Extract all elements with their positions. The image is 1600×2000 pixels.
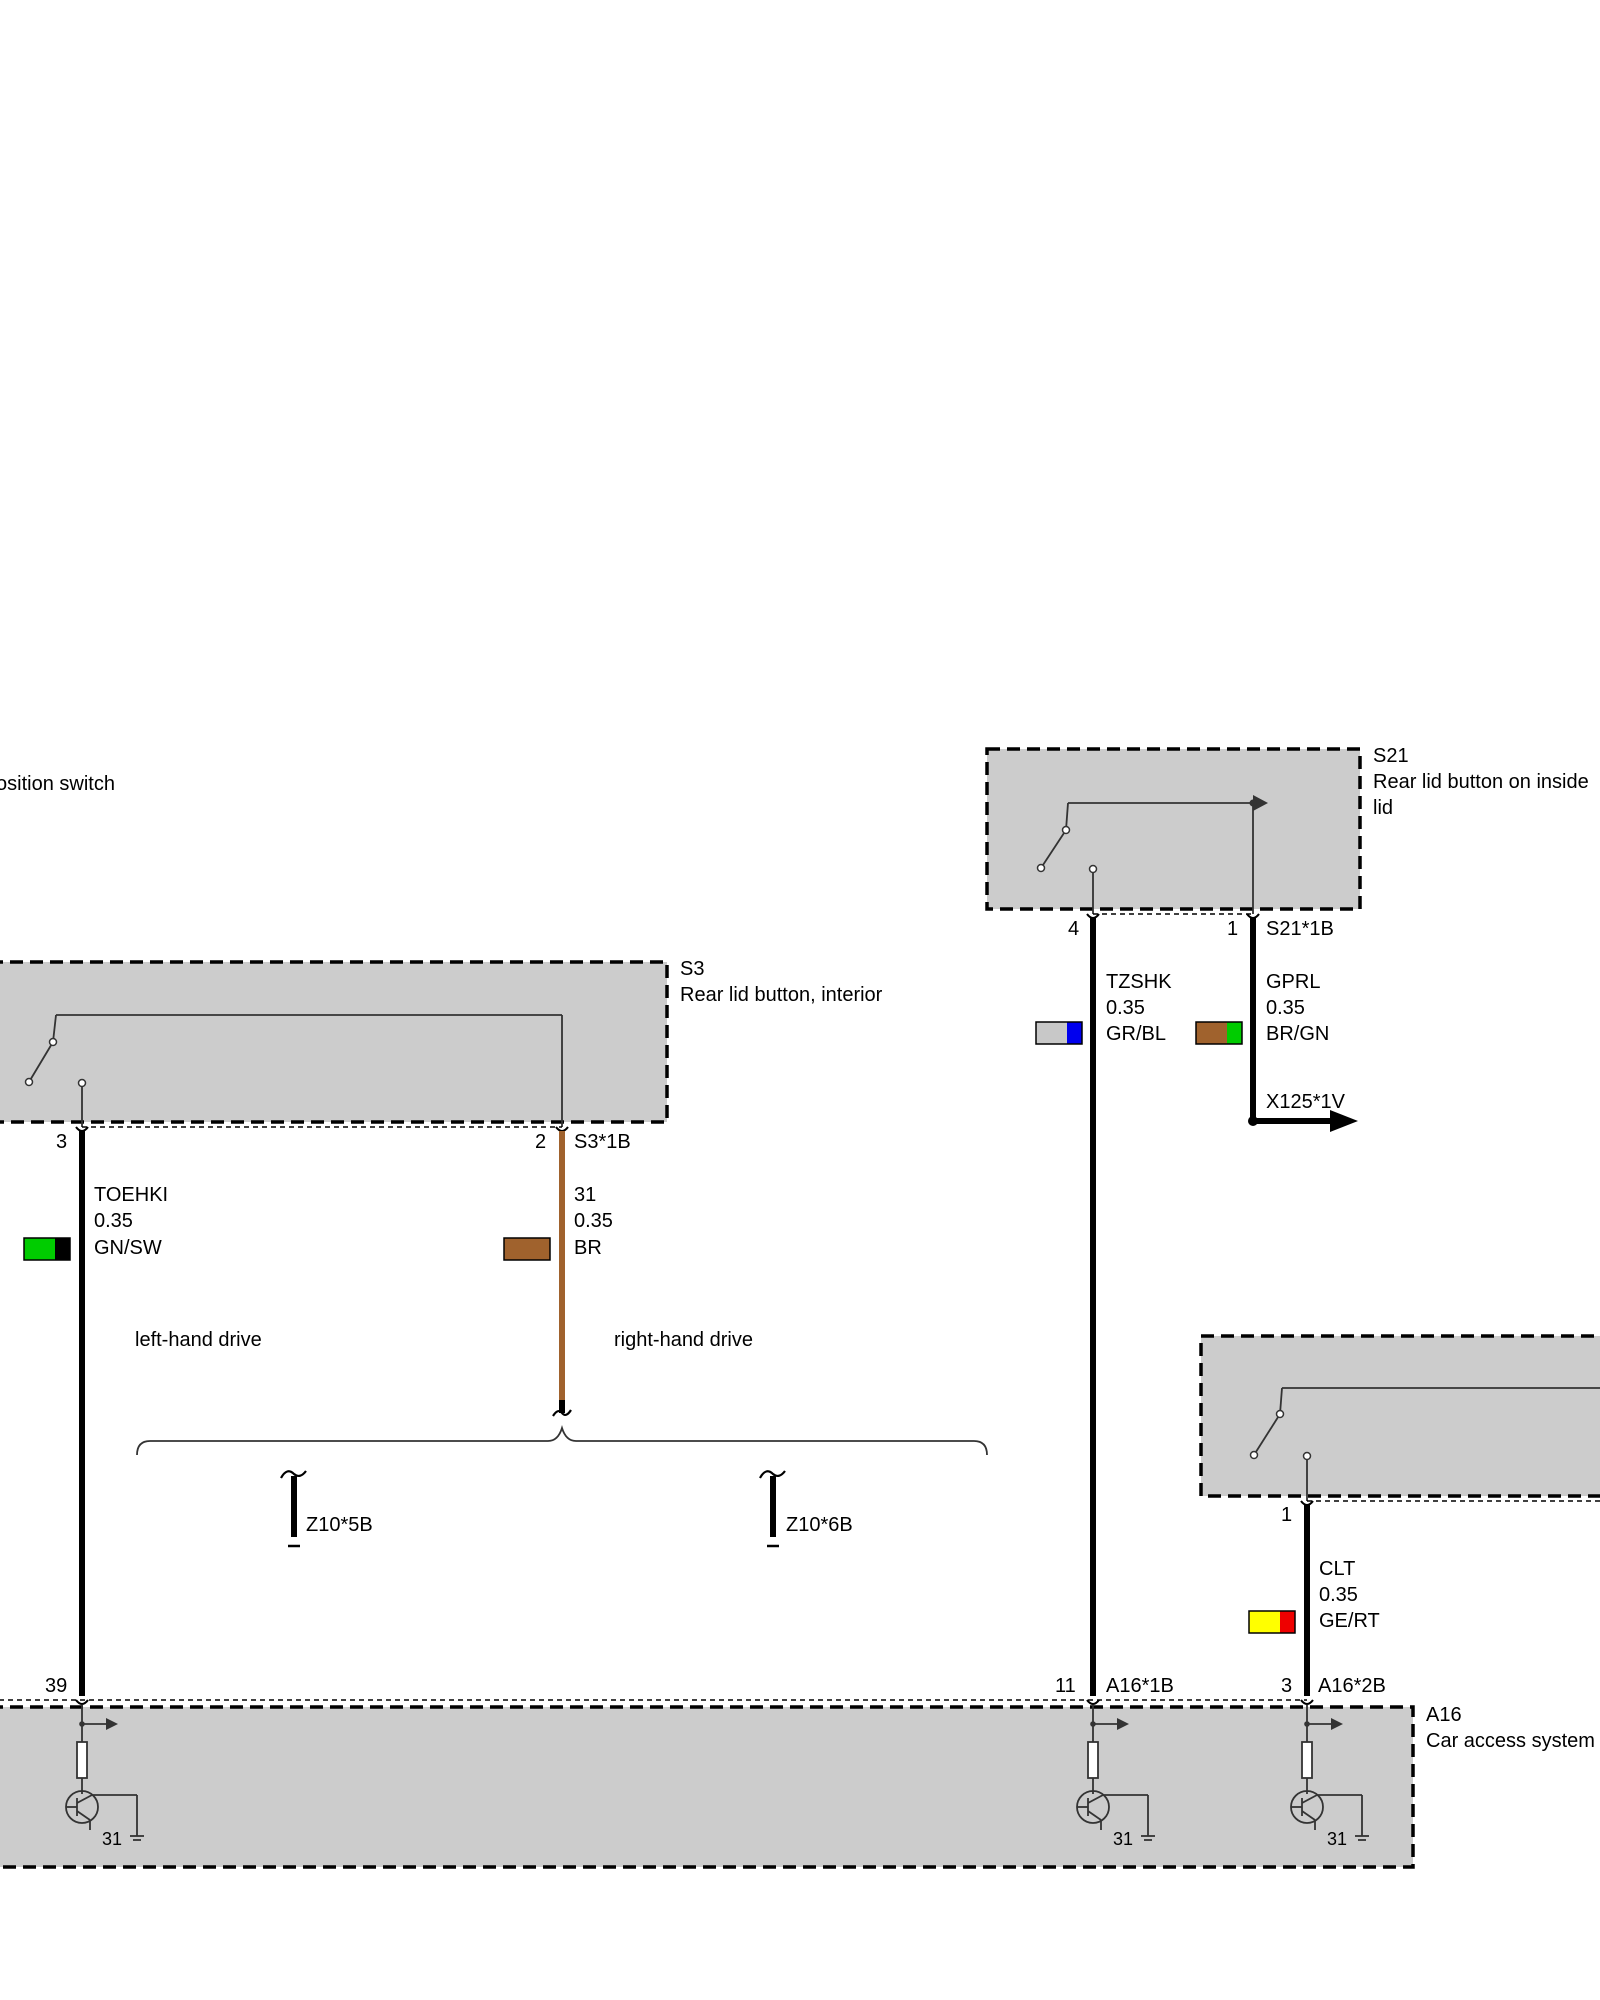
swatch-secondary (1067, 1022, 1082, 1044)
swatch-primary (1196, 1022, 1227, 1044)
a16-name: Car access system (1426, 1730, 1595, 1752)
wire-31-swatch (503, 1237, 551, 1261)
s21-switch-symbol (1036, 795, 1268, 914)
wire-tzshk-color: GR/BL (1106, 1023, 1166, 1045)
wire-31-color: BR (574, 1237, 602, 1259)
right-partial-component: 1 (1199, 1334, 1600, 1526)
wire-gprl-gauge: 0.35 (1266, 997, 1305, 1019)
connector-z10-6b: Z10*6B (759, 1470, 853, 1548)
swatch-secondary (1280, 1611, 1295, 1633)
a16-box (0, 1705, 1415, 1869)
right-partial-box (1199, 1334, 1600, 1498)
a16-id: A16 (1426, 1704, 1462, 1726)
s21-name-line2: lid (1373, 797, 1393, 819)
wire-gprl-color: BR/GN (1266, 1023, 1329, 1045)
s21-connector-id: S21*1B (1266, 918, 1334, 940)
connector-z10-6b-label: Z10*6B (786, 1514, 853, 1536)
s3-box (0, 960, 669, 1124)
wire-toehki: TOEHKI 0.35 GN/SW (23, 1131, 168, 1696)
s21-pin-4: 4 (1068, 918, 1079, 940)
a16-ground-label-3: 31 (1327, 1829, 1347, 1849)
a16-pin-3: 3 (1281, 1675, 1292, 1697)
wire-clt-gauge: 0.35 (1319, 1584, 1358, 1606)
swatch-primary (503, 1237, 551, 1261)
swatch-primary (1036, 1022, 1067, 1044)
connector-z10-5b-label: Z10*5B (306, 1514, 373, 1536)
a16-input-stage-3: 31 (1290, 1699, 1369, 1849)
s3-pin-2: 2 (535, 1131, 546, 1153)
note-left-hand-drive: left-hand drive (135, 1329, 262, 1351)
swatch-secondary (1227, 1022, 1242, 1044)
position-switch-label: osition switch (0, 773, 115, 795)
swatch-primary (1249, 1611, 1280, 1633)
wire-clt-color: GE/RT (1319, 1610, 1380, 1632)
s3-component: S3 Rear lid button, interior 3 2 S3*1B (0, 958, 883, 1153)
s3-pin-3: 3 (56, 1131, 67, 1153)
connector-z10-5b: Z10*5B (280, 1470, 373, 1548)
wire-gprl-swatch (1195, 1021, 1243, 1045)
s21-id: S21 (1373, 745, 1409, 767)
wire-31-br: 31 0.35 BR (503, 1131, 613, 1417)
swatch-secondary (55, 1238, 70, 1260)
s21-component: S21 Rear lid button on inside lid 4 1 S2… (985, 745, 1589, 940)
x125-arrow (1330, 1110, 1358, 1132)
wire-tzshk: TZSHK 0.35 GR/BL (1035, 918, 1172, 1696)
wire-toehki-name: TOEHKI (94, 1184, 168, 1206)
wire-toehki-gauge: 0.35 (94, 1210, 133, 1232)
wire-31-name: 31 (574, 1184, 596, 1206)
note-right-hand-drive: right-hand drive (614, 1329, 753, 1351)
a16-pin-11: 11 (1055, 1675, 1076, 1697)
s21-name-line1: Rear lid button on inside (1373, 771, 1589, 793)
wire-tzshk-name: TZSHK (1106, 971, 1172, 993)
wire-clt: CLT 0.35 GE/RT (1248, 1505, 1380, 1696)
s3-connector-id: S3*1B (574, 1131, 631, 1153)
wire-toehki-swatch (23, 1237, 71, 1261)
a16-connector-1: A16*1B (1106, 1675, 1174, 1697)
wire-gprl-name: GPRL (1266, 971, 1320, 993)
swatch-primary (24, 1238, 55, 1260)
a16-pin-39: 39 (45, 1675, 67, 1697)
s3-id: S3 (680, 958, 704, 980)
a16-connector-2: A16*2B (1318, 1675, 1386, 1697)
a16-ground-label-2: 31 (1113, 1829, 1133, 1849)
a16-input-stage-2: 31 (1076, 1699, 1155, 1849)
a16-input-stage-1: 31 (65, 1699, 144, 1849)
wire-31-gauge: 0.35 (574, 1210, 613, 1232)
s3-name: Rear lid button, interior (680, 984, 883, 1006)
a16-component: A16 Car access system 39 11 A16*1B 3 A16… (0, 1675, 1595, 1869)
a16-ground-label-1: 31 (102, 1829, 122, 1849)
wire-toehki-color: GN/SW (94, 1237, 162, 1259)
s21-pin-1: 1 (1227, 918, 1238, 940)
wire-clt-name: CLT (1319, 1558, 1355, 1580)
s3-switch-symbol (24, 1014, 563, 1127)
s21-box (985, 747, 1362, 911)
right-box-pin-1: 1 (1281, 1504, 1292, 1526)
wire-gprl: X125*1V GPRL 0.35 BR/GN (1195, 918, 1358, 1132)
wire-clt-swatch (1248, 1610, 1296, 1634)
wire-tzshk-swatch (1035, 1021, 1083, 1045)
variant-brace (136, 1424, 988, 1456)
connector-x125-label: X125*1V (1266, 1091, 1346, 1113)
wire-tzshk-gauge: 0.35 (1106, 997, 1145, 1019)
